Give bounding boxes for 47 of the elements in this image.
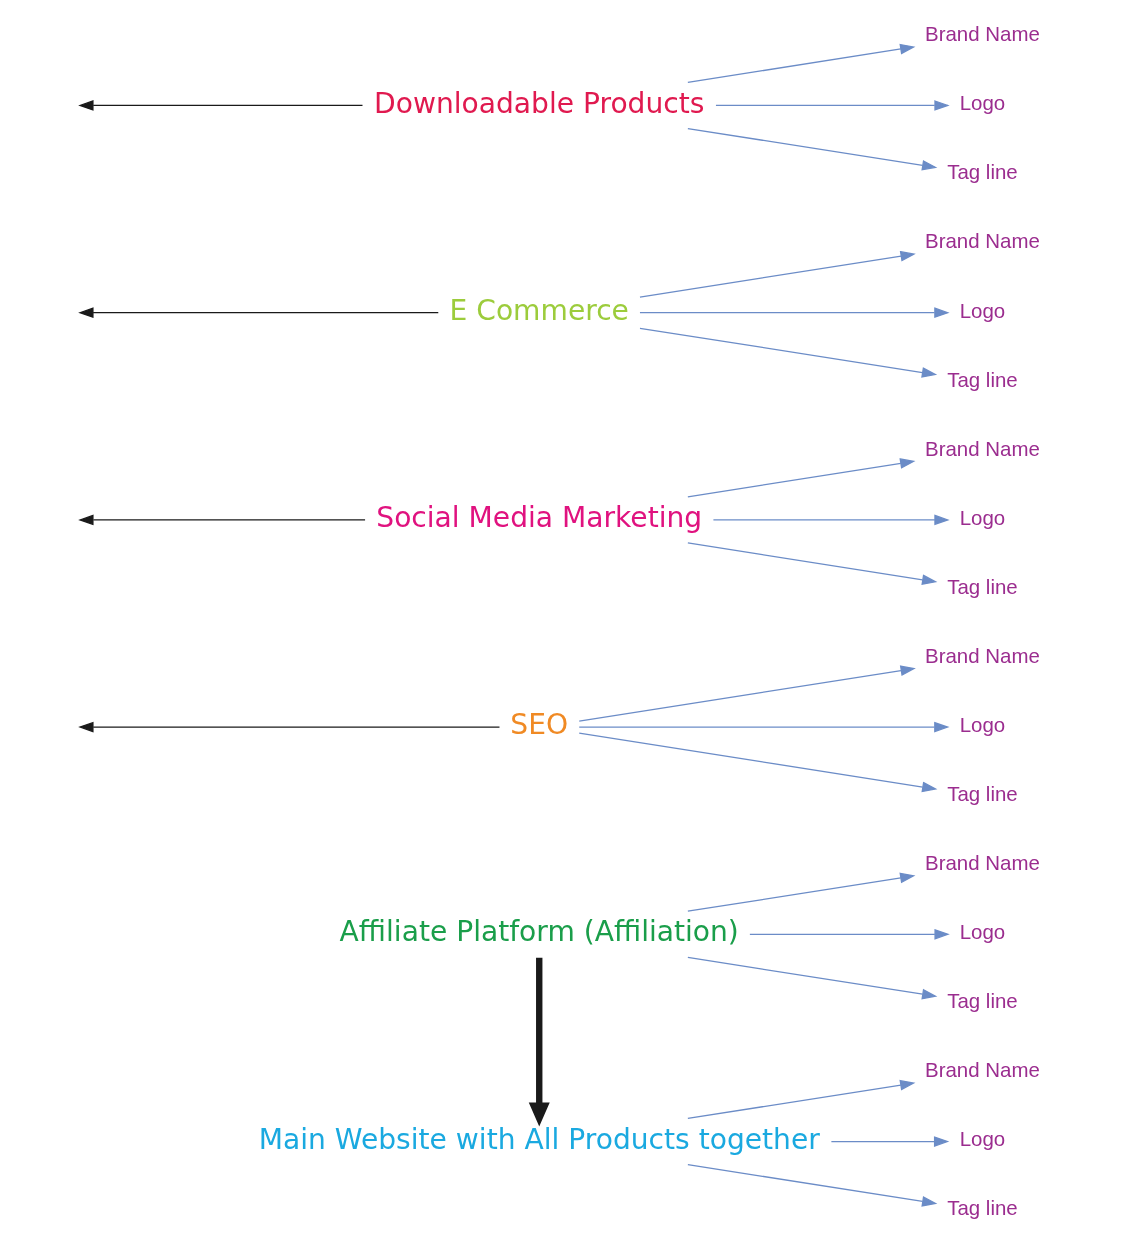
arrow [686, 872, 915, 912]
arrow [578, 732, 937, 793]
node-text: Brand Name [924, 22, 1040, 46]
arrow [578, 665, 916, 722]
node-text: Logo [959, 505, 1005, 529]
node-text: Main Website with All Products together [258, 1122, 820, 1156]
arrow [638, 250, 916, 298]
arrow [686, 956, 937, 1000]
node-text: Brand Name [924, 229, 1040, 253]
node-text: Affiliate Platform (Affiliation) [339, 915, 739, 949]
node-text: E Commerce [449, 293, 629, 327]
arrow [714, 100, 950, 111]
arrow [712, 514, 950, 526]
arrow [77, 721, 500, 733]
node-text: Brand Name [924, 436, 1040, 460]
node-text: Logo [959, 298, 1005, 322]
arrow [748, 928, 950, 940]
arrow [638, 327, 937, 378]
arrow [77, 100, 363, 111]
arrow [638, 307, 950, 319]
node-text: Brand Name [924, 643, 1040, 667]
node-text: Tag line [946, 574, 1018, 598]
arrow [77, 307, 439, 319]
node-text: Downloadable Products [373, 86, 704, 120]
node-text: Tag line [946, 367, 1018, 391]
node-text: Logo [959, 712, 1005, 736]
arrow [830, 1136, 949, 1147]
arrow [686, 43, 915, 83]
arrow [686, 542, 937, 586]
node-text: Tag line [946, 160, 1018, 184]
node-text: Brand Name [924, 1058, 1040, 1082]
node-text: Logo [959, 1127, 1005, 1151]
arrow [578, 721, 949, 733]
node-text: SEO [509, 708, 568, 742]
arrow [686, 1079, 915, 1120]
node-text: Logo [959, 91, 1005, 115]
arrow [686, 458, 915, 498]
node-text: Tag line [946, 1196, 1018, 1220]
node-text: Brand Name [924, 851, 1040, 875]
node-text: Tag line [946, 989, 1018, 1013]
node-text: Tag line [946, 782, 1018, 806]
node-text: Social Media Marketing [375, 501, 702, 535]
node-text: Logo [959, 920, 1005, 944]
arrow [686, 1164, 937, 1207]
arrow [686, 127, 937, 171]
arrow [77, 514, 366, 526]
arrow [528, 957, 550, 1127]
